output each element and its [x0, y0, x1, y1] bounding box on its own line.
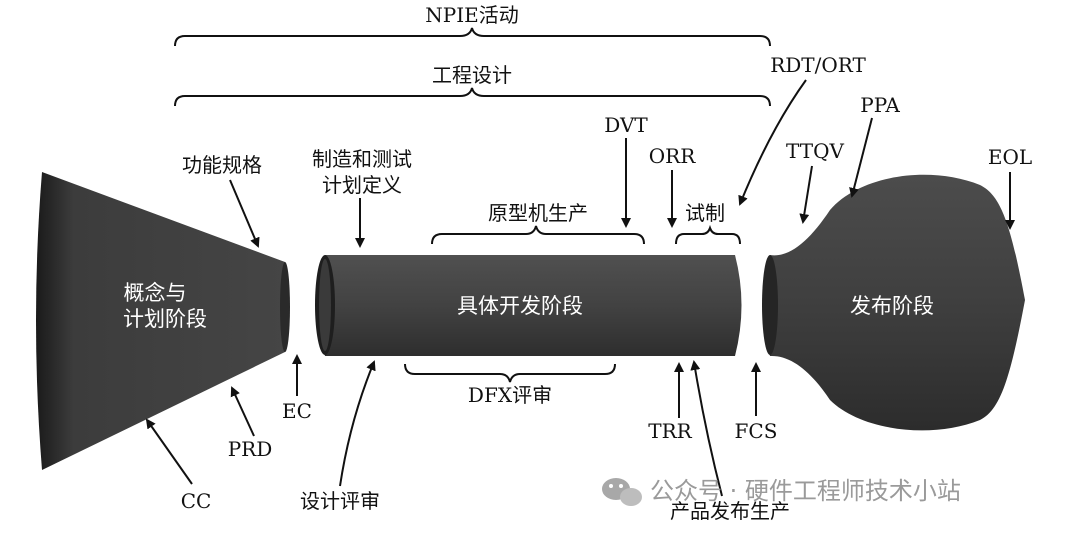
concept-stage-cone — [36, 172, 290, 470]
trr-label: TRR — [648, 419, 692, 443]
rdt-ort-arrow — [738, 79, 807, 206]
prd-label: PRD — [228, 437, 273, 461]
mfg-test-label-line2: 计划定义 — [322, 173, 402, 197]
concept-stage-label-line1: 概念与 — [124, 281, 187, 305]
dfx-label: DFX评审 — [468, 383, 552, 407]
ttqv-arrow — [799, 165, 813, 224]
wechat-icon — [602, 478, 642, 506]
ttqv-label: TTQV — [786, 139, 844, 163]
fcs-label: FCS — [735, 419, 778, 443]
mfg-test-label-line1: 制造和测试 — [312, 147, 412, 171]
npie-brace — [174, 27, 771, 47]
design-review-arrow — [339, 360, 376, 487]
design-review-label: 设计评审 — [300, 489, 380, 513]
dfx-brace — [404, 363, 616, 383]
ppa-label: PPA — [860, 93, 900, 117]
prd-arrow — [230, 386, 255, 437]
trial-label: 试制 — [685, 201, 725, 225]
npie-label: NPIE活动 — [425, 3, 518, 27]
concept-stage-label-line2: 计划阶段 — [123, 307, 207, 331]
release-stage-bulb — [762, 174, 1025, 431]
rdt-ort-label: RDT/ORT — [770, 53, 866, 77]
orr-label: ORR — [649, 144, 696, 168]
prototype-label: 原型机生产 — [488, 201, 588, 225]
eol-label: EOL — [988, 145, 1032, 169]
engineering-label: 工程设计 — [432, 63, 512, 87]
ppa-arrow — [849, 117, 873, 198]
arrows — [145, 79, 1015, 497]
prototype-brace — [431, 225, 645, 245]
functional-spec-label: 功能规格 — [182, 153, 262, 177]
functional-spec-arrow — [229, 179, 260, 248]
product-release-label: 产品发布生产 — [670, 499, 790, 523]
engineering-brace — [174, 87, 771, 107]
dvt-label: DVT — [604, 113, 648, 137]
watermark-text: 公众号 · 硬件工程师技术小站 — [650, 477, 961, 505]
development-stage-tube — [315, 255, 742, 356]
cc-arrow — [145, 418, 193, 485]
release-stage-label: 发布阶段 — [850, 294, 934, 318]
product-release-arrow — [690, 360, 723, 497]
cc-label: CC — [181, 489, 212, 513]
development-stage-label: 具体开发阶段 — [457, 294, 583, 318]
trial-brace — [675, 224, 741, 245]
ec-label: EC — [282, 399, 312, 423]
